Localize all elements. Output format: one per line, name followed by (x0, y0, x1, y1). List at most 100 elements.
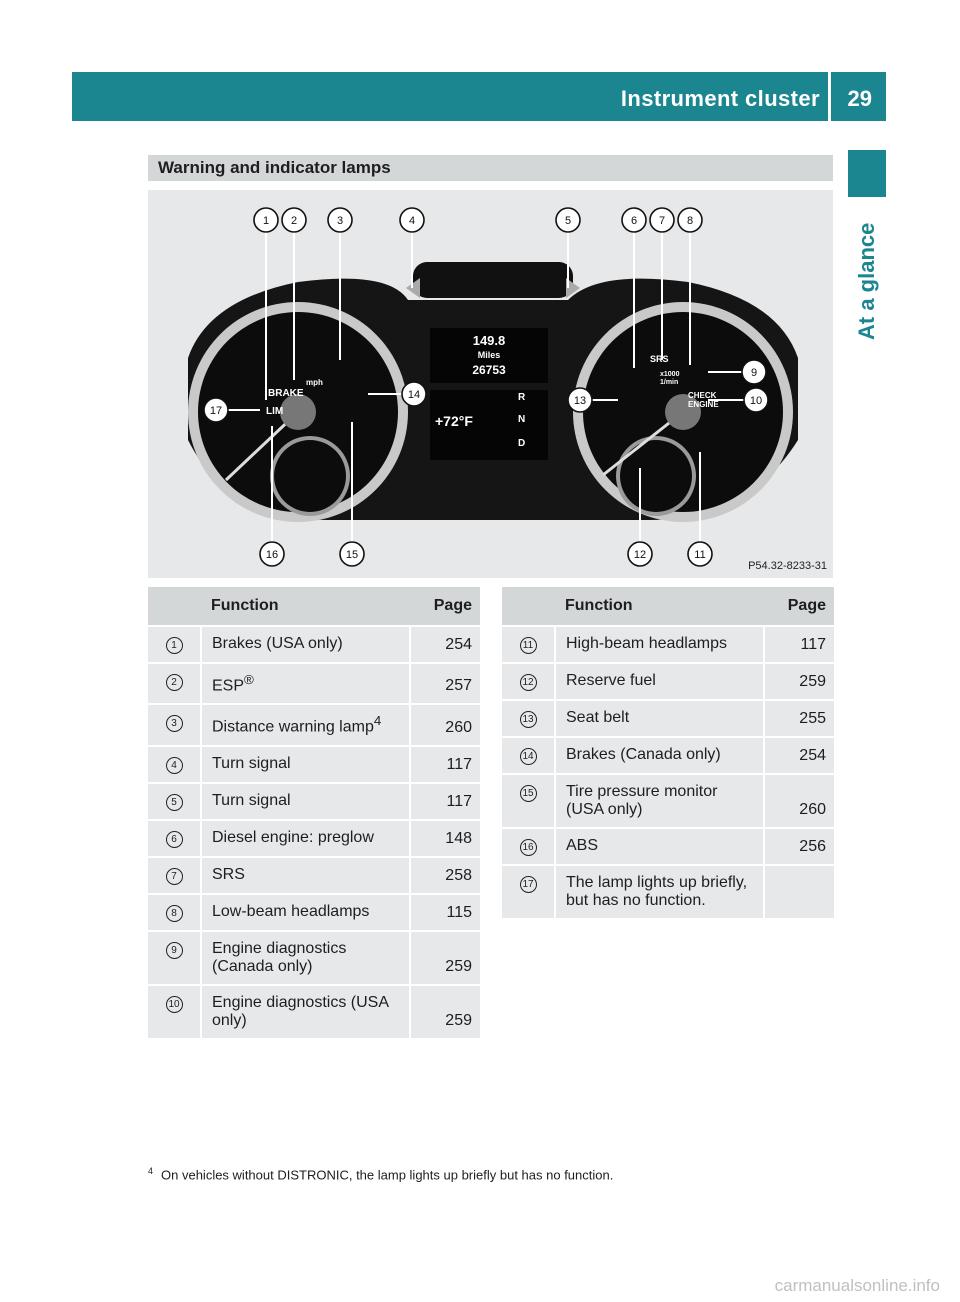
row-number: 12 (502, 663, 556, 701)
callout-circle (621, 207, 647, 233)
callout-number: 17 (210, 405, 222, 417)
gear-d-text: D (518, 438, 525, 449)
row-function-text: Reserve fuel (566, 672, 656, 689)
callout-circle (687, 541, 713, 567)
table-header-page: Page (764, 587, 834, 627)
callout-number-badge: 9 (165, 941, 183, 959)
callout-number: 9 (751, 367, 757, 379)
row-number: 9 (148, 930, 202, 986)
row-number: 14 (502, 737, 556, 775)
row-page: 259 (409, 930, 480, 986)
callout-number-badge: 5 (165, 793, 183, 811)
row-function-text: The lamp lights up briefly, but has no f… (566, 874, 748, 909)
row-function: SRS (201, 856, 410, 895)
brake-label-text: BRAKE (268, 388, 304, 399)
table-header-function: Function (201, 587, 410, 627)
callout-circle (627, 541, 653, 567)
row-function-text: Brakes (Canada only) (566, 746, 721, 763)
row-function-text: ABS (566, 837, 599, 854)
table-header-page: Page (410, 587, 480, 627)
section-title: Warning and indicator lamps (148, 155, 833, 181)
table-header-function: Function (555, 587, 764, 627)
row-page: 258 (409, 856, 480, 895)
row-number: 8 (148, 893, 202, 932)
footnote-mark: 4 (148, 1166, 154, 1176)
row-number: 17 (502, 865, 556, 920)
callout-number: 1 (263, 215, 269, 227)
row-function: Distance warning lamp4 (201, 704, 410, 747)
row-function-text: Turn signal (212, 791, 291, 809)
callout-number-badge: 12 (519, 674, 537, 691)
callout-circle (743, 387, 769, 413)
callout-number: 14 (408, 389, 420, 401)
callout-number: 3 (337, 215, 343, 227)
row-page: 260 (763, 774, 834, 829)
row-function: Turn signal (201, 745, 410, 784)
table-header-num (502, 587, 555, 627)
row-number: 4 (148, 745, 202, 784)
srs-label-text: SRS (650, 354, 669, 364)
callout-number: 15 (346, 549, 358, 561)
row-superscript: ® (244, 672, 254, 687)
row-number: 11 (502, 626, 556, 664)
row-page: 117 (409, 745, 480, 784)
callout-number-badge: 6 (165, 830, 183, 848)
callout-number-badge: 14 (519, 748, 537, 765)
row-page: 255 (763, 700, 834, 738)
row-page: 117 (409, 782, 480, 821)
row-page: 254 (409, 626, 480, 664)
callout-number: 11 (694, 549, 705, 561)
callout-circle (253, 207, 279, 233)
callout-circle (339, 541, 365, 567)
row-function-text: High-beam headlamps (566, 635, 727, 652)
row-page: 259 (763, 663, 834, 701)
callout-number-badge: 3 (165, 715, 183, 733)
callout-number: 10 (750, 395, 762, 407)
turn-signal-right-icon (566, 278, 580, 298)
row-function-text: Seat belt (566, 709, 630, 726)
table-row: 4 Turn signal 117 (148, 745, 480, 784)
row-number: 6 (148, 819, 202, 858)
callout-number: 16 (266, 549, 278, 561)
row-superscript: 4 (373, 713, 382, 729)
check-engine-text-1: CHECK (688, 391, 717, 400)
table-row: 17 The lamp lights up briefly, but has no… (502, 865, 834, 920)
row-function: Reserve fuel (555, 663, 764, 701)
watermark: carmanualsonline.info (774, 1276, 940, 1295)
callout-circle (259, 541, 285, 567)
callout-number-badge: 11 (519, 637, 537, 654)
callout-number: 4 (409, 215, 415, 227)
lim-label-text: LIM (266, 406, 283, 417)
row-page (763, 865, 834, 920)
callout-number: 5 (565, 215, 571, 227)
gear-r-text: R (518, 392, 526, 403)
row-number: 5 (148, 782, 202, 821)
row-function: Brakes (Canada only) (555, 737, 764, 775)
row-function: The lamp lights up briefly, but has no f… (555, 865, 764, 920)
row-function-text: ESP (212, 677, 245, 695)
top-indicator-strip (413, 262, 573, 298)
row-function-text: Engine diagnostics (USA only) (212, 993, 389, 1029)
row-function-text: Turn signal (212, 754, 291, 772)
gear-n-text: N (518, 414, 525, 425)
row-number: 2 (148, 663, 202, 706)
callout-number-badge: 4 (165, 756, 183, 774)
display-temperature-text: +72°F (435, 413, 473, 429)
fuel-gauge-dial (274, 440, 346, 512)
header-separator (828, 72, 831, 121)
row-page: 115 (409, 893, 480, 932)
row-function: Turn signal (201, 782, 410, 821)
callout-number-badge: 10 (165, 995, 183, 1013)
callout-number-badge: 2 (165, 674, 183, 691)
page-number: 29 (847, 86, 872, 111)
row-number: 13 (502, 700, 556, 738)
callout-number: 7 (659, 215, 665, 227)
callout-number-badge: 8 (165, 904, 183, 922)
